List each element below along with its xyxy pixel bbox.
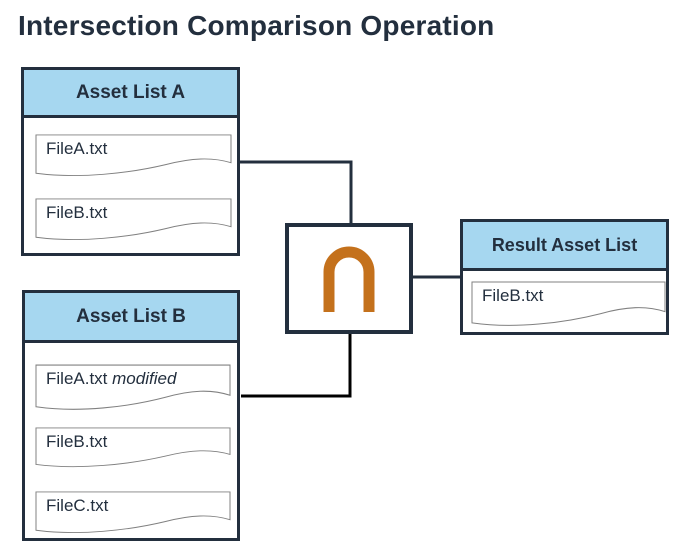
file-label: FileB.txt bbox=[482, 286, 544, 305]
document-shape-b-file2: FileB.txt bbox=[35, 427, 231, 469]
document-shape-b-file3: FileC.txt bbox=[35, 491, 231, 535]
file-label: FileB.txt bbox=[46, 203, 108, 222]
asset-list-a-header: Asset List A bbox=[24, 70, 237, 118]
document-shape-a-file2: FileB.txt bbox=[35, 198, 232, 242]
diagram-title: Intersection Comparison Operation bbox=[18, 10, 495, 41]
document-wave-outline bbox=[35, 427, 231, 468]
intersection-symbol-icon bbox=[323, 246, 375, 312]
file-label: FileB.txt bbox=[46, 432, 108, 451]
document-wave-outline bbox=[35, 198, 232, 240]
intersection-operator-box: ∩ bbox=[285, 223, 413, 334]
document-wave-outline bbox=[35, 491, 231, 533]
document-wave-outline bbox=[35, 364, 231, 410]
asset-list-a-box: Asset List A FileA.txt FileB.txt bbox=[21, 67, 240, 256]
document-shape-b-file1: FileA.txt modified bbox=[35, 364, 231, 412]
connector-list-b-to-intersection bbox=[241, 331, 352, 398]
document-shape-a-file1: FileA.txt bbox=[35, 134, 232, 178]
document-wave-outline bbox=[35, 134, 232, 176]
file-label: FileA.txt modified bbox=[35, 364, 231, 389]
asset-list-b-header: Asset List B bbox=[25, 293, 237, 343]
file-label: FileC.txt bbox=[46, 496, 109, 515]
connector-list-a-to-intersection bbox=[240, 160, 353, 227]
file-label: FileA.txt bbox=[46, 139, 108, 158]
document-shape-result-file1: FileB.txt bbox=[471, 281, 666, 328]
result-asset-list-header: Result Asset List bbox=[463, 222, 666, 271]
file-modified-flag: modified bbox=[112, 369, 177, 388]
asset-list-b-box: Asset List B FileA.txt modified FileB.tx… bbox=[22, 290, 240, 541]
document-wave-outline bbox=[471, 281, 666, 326]
file-name: FileA.txt bbox=[46, 369, 108, 388]
result-asset-list-box: Result Asset List FileB.txt bbox=[460, 219, 669, 335]
